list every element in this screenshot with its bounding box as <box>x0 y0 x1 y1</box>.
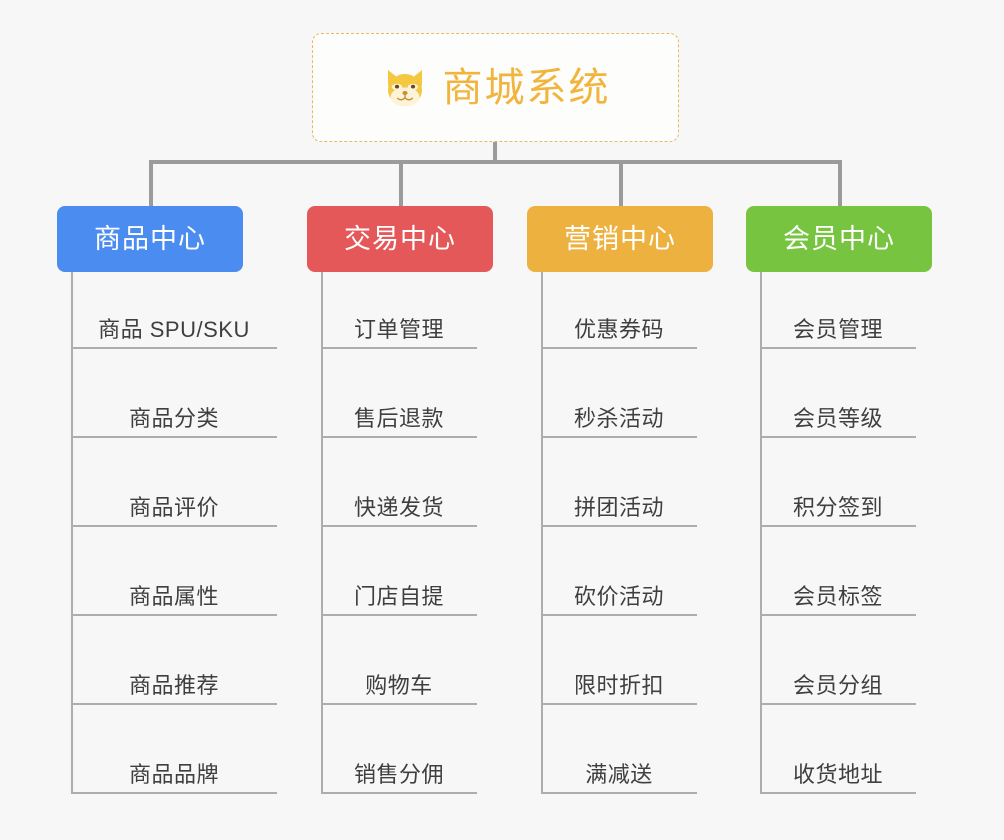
root-title: 商城系统 <box>442 65 611 110</box>
leaf-item[interactable]: 销售分佣 <box>321 717 477 794</box>
leaf-item[interactable]: 订单管理 <box>321 272 477 349</box>
connector-bus <box>149 160 842 164</box>
category-label: 商品中心 <box>94 223 206 254</box>
leaf-item-label: 会员分组 <box>792 673 883 698</box>
leaf-item[interactable]: 秒杀活动 <box>541 361 697 438</box>
connector-trunk <box>493 142 497 164</box>
leaf-item[interactable]: 售后退款 <box>321 361 477 438</box>
leaf-item[interactable]: 快递发货 <box>321 450 477 527</box>
leaf-item-label: 商品品牌 <box>128 762 219 787</box>
leaf-item[interactable]: 优惠券码 <box>541 272 697 349</box>
leaf-item[interactable]: 会员分组 <box>760 628 916 705</box>
leaf-item-label: 商品推荐 <box>128 673 219 698</box>
leaf-item[interactable]: 购物车 <box>321 628 477 705</box>
leaf-item-label: 限时折扣 <box>573 673 664 698</box>
leaf-item-label: 拼团活动 <box>573 495 664 520</box>
leaf-item-label: 会员等级 <box>792 406 883 431</box>
leaf-item[interactable]: 会员等级 <box>760 361 916 438</box>
leaf-item-label: 收货地址 <box>792 762 883 787</box>
leaf-item[interactable]: 商品评价 <box>71 450 277 527</box>
leaf-item[interactable]: 砍价活动 <box>541 539 697 616</box>
connector-drop-4 <box>838 160 842 208</box>
leaf-item-label: 商品评价 <box>128 495 219 520</box>
category-label: 交易中心 <box>344 223 456 254</box>
leaf-item[interactable]: 商品品牌 <box>71 717 277 794</box>
category-box-2[interactable]: 交易中心 <box>307 206 493 272</box>
leaf-item[interactable]: 会员标签 <box>760 539 916 616</box>
leaf-item-label: 快递发货 <box>353 495 444 520</box>
leaf-item-label: 会员标签 <box>792 584 883 609</box>
leaf-item-label: 满减送 <box>585 762 653 787</box>
dog-face-icon <box>381 64 429 112</box>
leaf-item-label: 销售分佣 <box>353 762 444 787</box>
category-label: 营销中心 <box>564 223 676 254</box>
leaf-item[interactable]: 满减送 <box>541 717 697 794</box>
category-box-4[interactable]: 会员中心 <box>746 206 932 272</box>
leaf-item-label: 会员管理 <box>792 317 883 342</box>
connector-drop-3 <box>619 160 623 208</box>
category-label: 会员中心 <box>783 223 895 254</box>
leaf-item[interactable]: 收货地址 <box>760 717 916 794</box>
leaf-item-label: 订单管理 <box>353 317 444 342</box>
connector-drop-2 <box>399 160 403 208</box>
leaf-item[interactable]: 拼团活动 <box>541 450 697 527</box>
leaf-item[interactable]: 商品分类 <box>71 361 277 438</box>
leaf-item[interactable]: 会员管理 <box>760 272 916 349</box>
leaf-item-label: 积分签到 <box>792 495 883 520</box>
category-box-3[interactable]: 营销中心 <box>527 206 713 272</box>
leaf-item[interactable]: 积分签到 <box>760 450 916 527</box>
leaf-item[interactable]: 商品 SPU/SKU <box>71 272 277 349</box>
leaf-item-label: 商品 SPU/SKU <box>98 317 250 342</box>
leaf-item-label: 售后退款 <box>353 406 444 431</box>
column-spine <box>760 272 762 794</box>
leaf-item[interactable]: 商品推荐 <box>71 628 277 705</box>
leaf-item-label: 秒杀活动 <box>573 406 664 431</box>
leaf-item-label: 砍价活动 <box>573 584 664 609</box>
category-box-1[interactable]: 商品中心 <box>57 206 243 272</box>
root-node-shopping-mall-system[interactable]: 商城系统 <box>312 33 679 142</box>
leaf-item-label: 购物车 <box>365 673 433 698</box>
column-spine <box>541 272 543 794</box>
leaf-item-label: 优惠券码 <box>573 317 664 342</box>
column-spine <box>321 272 323 794</box>
leaf-item[interactable]: 商品属性 <box>71 539 277 616</box>
leaf-item-label: 商品属性 <box>128 584 219 609</box>
connector-drop-1 <box>149 160 153 208</box>
leaf-item[interactable]: 限时折扣 <box>541 628 697 705</box>
leaf-item-label: 门店自提 <box>353 584 444 609</box>
leaf-item-label: 商品分类 <box>128 406 219 431</box>
leaf-item[interactable]: 门店自提 <box>321 539 477 616</box>
column-spine <box>71 272 73 794</box>
